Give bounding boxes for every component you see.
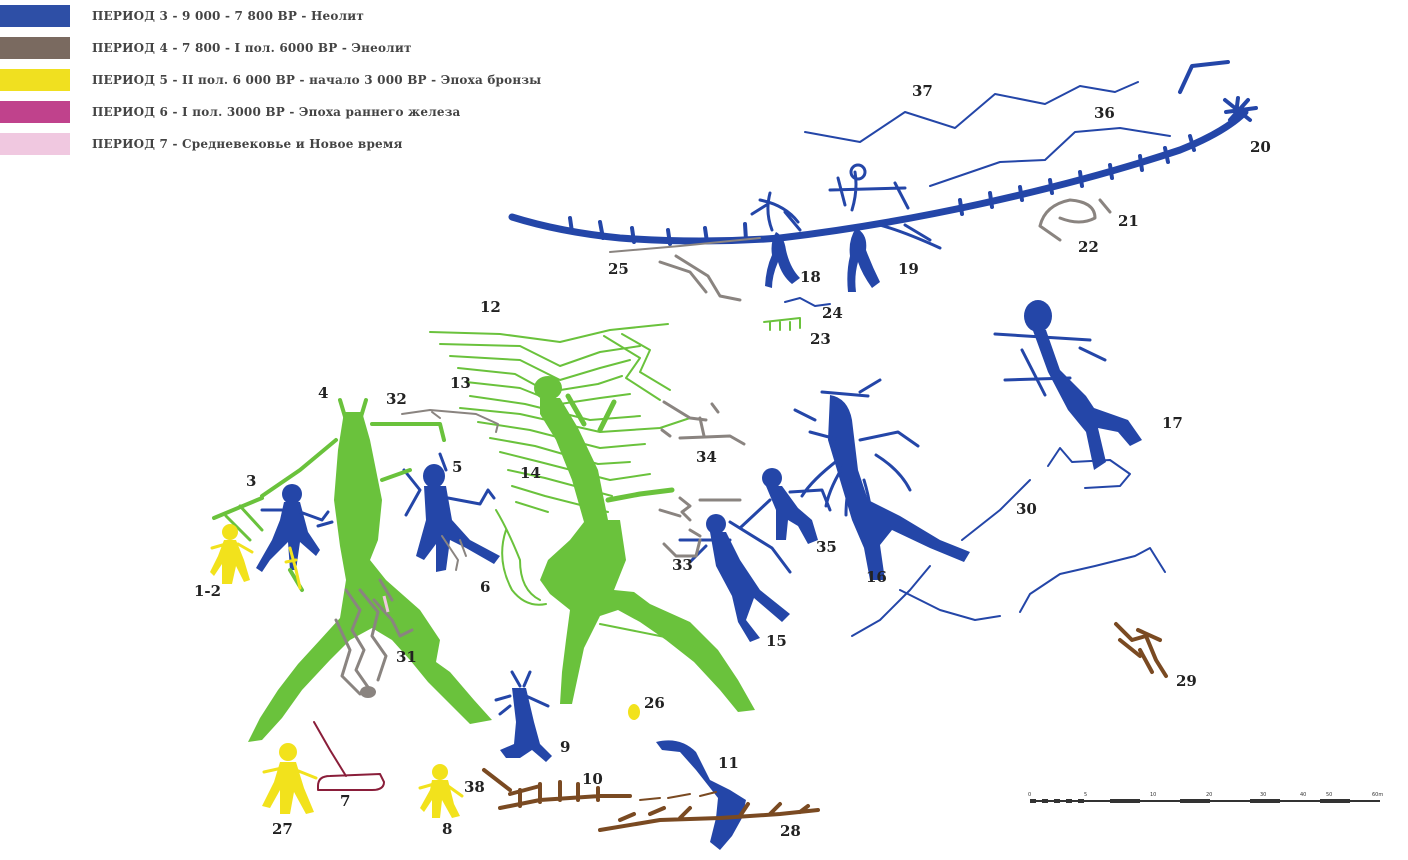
eneolithic-gray-figures [336,200,1110,698]
label-31: 31 [396,648,417,666]
iron-figures [314,722,384,790]
label-32: 32 [386,390,407,408]
label-13: 13 [450,374,471,392]
figure-23 [764,318,800,330]
label-27: 27 [272,820,293,838]
figure-32 [402,410,498,432]
label-24: 24 [822,304,843,322]
label-36: 36 [1094,104,1115,122]
line-36 [930,128,1170,186]
scale-tick-label: 50 [1326,792,1332,798]
label-1-2: 1-2 [194,582,221,600]
figure-13-line [496,510,546,605]
figure-10 [484,770,630,808]
neolithic-figures [256,62,1256,850]
line-30-upper [1048,448,1130,488]
top-right-mark [1180,62,1228,92]
label-11: 11 [718,754,739,772]
label-33: 33 [672,556,693,574]
label-38: 38 [464,778,485,796]
label-25: 25 [608,260,629,278]
scale-tick-label: 60m [1372,792,1383,798]
label-30: 30 [1016,500,1037,518]
figure-8 [420,764,462,818]
scale-bar: 0 5 10 20 30 40 50 60m [1028,792,1383,803]
figure-25 [660,256,740,300]
label-19: 19 [898,260,919,278]
label-16: 16 [866,568,887,586]
label-21: 21 [1118,212,1139,230]
label-34: 34 [696,448,717,466]
figure-29 [1116,624,1166,676]
brown-figures [484,624,1166,830]
figure-22 [1040,200,1095,240]
label-35: 35 [816,538,837,556]
boat-crew-marks [570,98,1256,244]
figure-17 [995,300,1142,470]
line-37 [805,82,1138,142]
label-37: 37 [912,82,933,100]
scale-tick-label: 5 [1084,792,1087,798]
figure-9 [496,672,552,762]
scale-tick-label: 20 [1206,792,1212,798]
scale-tick-label: 0 [1028,792,1031,798]
label-4: 4 [318,384,328,402]
label-12: 12 [480,298,501,316]
label-26: 26 [644,694,665,712]
label-10: 10 [582,770,603,788]
scale-tick-label: 40 [1300,792,1306,798]
scale-tick-label: 10 [1150,792,1156,798]
label-28: 28 [780,822,801,840]
lines-right-middle [1020,548,1165,612]
label-20: 20 [1250,138,1271,156]
figure-28-dashes [640,792,716,800]
label-8: 8 [442,820,452,838]
label-5: 5 [452,458,462,476]
label-9: 9 [560,738,570,756]
figure-4 [214,400,492,742]
figure-19 [847,228,880,292]
label-7: 7 [340,792,350,810]
label-14: 14 [520,464,541,482]
label-15: 15 [766,632,787,650]
figure-27 [262,743,316,814]
label-18: 18 [800,268,821,286]
figure-26 [628,704,640,720]
label-23: 23 [810,330,831,348]
label-22: 22 [1078,238,1099,256]
figure-21-mark [1100,200,1110,212]
scale-tick-label: 30 [1260,792,1266,798]
label-29: 29 [1176,672,1197,690]
label-17: 17 [1162,414,1183,432]
label-6: 6 [480,578,490,596]
label-3: 3 [246,472,256,490]
figure-7 [314,722,384,790]
